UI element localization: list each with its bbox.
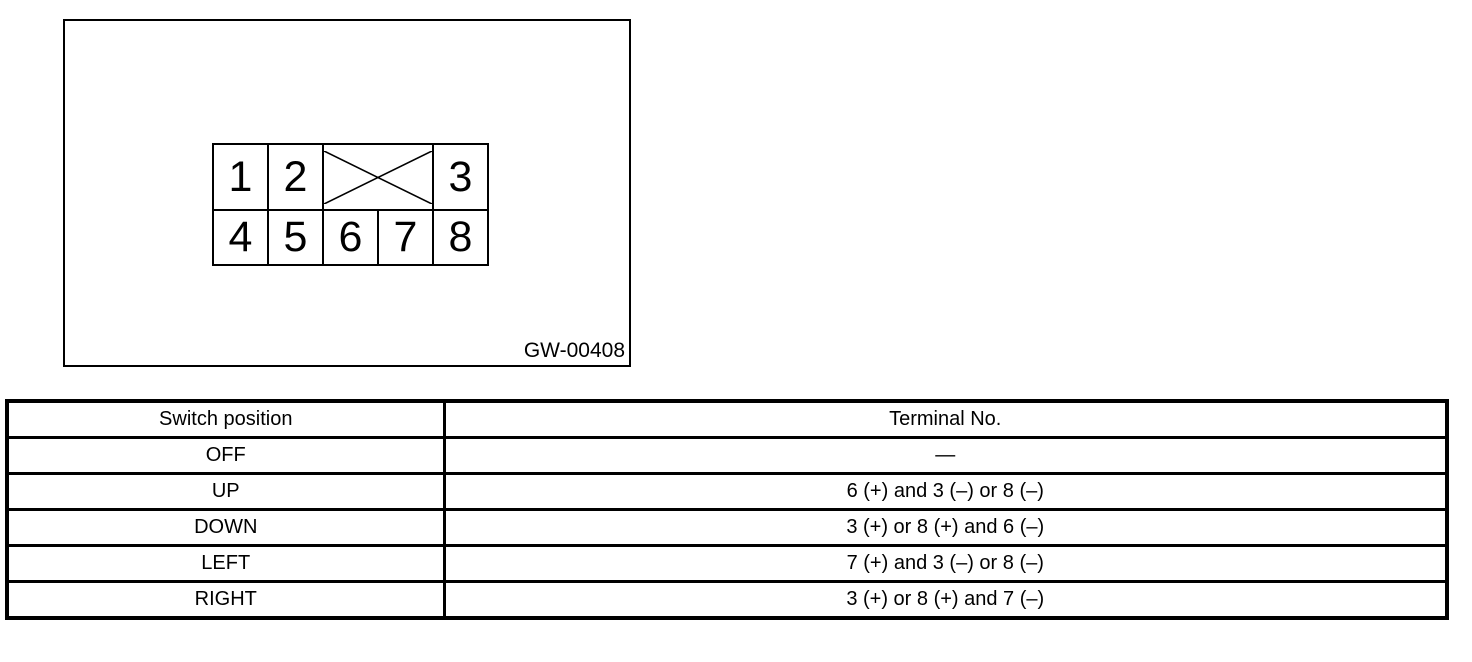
terminal-cell: 7 (+) and 3 (–) or 8 (–) (442, 544, 1449, 583)
figure-box: 1 2 3 4 5 6 7 8 GW-00408 (63, 19, 631, 367)
terminal-cell: 6 (+) and 3 (–) or 8 (–) (442, 472, 1449, 511)
switch-position-cell: DOWN (5, 508, 446, 547)
col-header-switch-position: Switch position (5, 399, 446, 439)
pin-cell-2: 2 (267, 143, 324, 211)
table-header-row: Switch position Terminal No. (5, 399, 1449, 439)
switch-position-cell: UP (5, 472, 446, 511)
connector-top-row: 1 2 3 (212, 143, 489, 211)
table-row-left: LEFT 7 (+) and 3 (–) or 8 (–) (5, 544, 1449, 583)
pin-cell-5: 5 (267, 209, 324, 266)
pin-cell-3: 3 (432, 143, 489, 211)
table-row-right: RIGHT 3 (+) or 8 (+) and 7 (–) (5, 580, 1449, 620)
pin-cell-4: 4 (212, 209, 269, 266)
pin-cell-7: 7 (377, 209, 434, 266)
terminal-cell: 3 (+) or 8 (+) and 6 (–) (442, 508, 1449, 547)
pin-cell-1: 1 (212, 143, 269, 211)
table-row-off: OFF — (5, 436, 1449, 475)
switch-position-cell: OFF (5, 436, 446, 475)
switch-terminal-table: Switch position Terminal No. OFF — UP 6 … (5, 399, 1449, 620)
blocked-cell (322, 143, 434, 211)
x-cross-icon (324, 151, 432, 204)
connector-bottom-row: 4 5 6 7 8 (212, 209, 489, 266)
pin-cell-8: 8 (432, 209, 489, 266)
switch-position-cell: RIGHT (5, 580, 446, 620)
switch-position-cell: LEFT (5, 544, 446, 583)
col-header-terminal-no: Terminal No. (442, 399, 1449, 439)
terminal-cell: — (442, 436, 1449, 475)
figure-code: GW-00408 (523, 339, 625, 362)
table-row-down: DOWN 3 (+) or 8 (+) and 6 (–) (5, 508, 1449, 547)
table-row-up: UP 6 (+) and 3 (–) or 8 (–) (5, 472, 1449, 511)
connector-pin-diagram: 1 2 3 4 5 6 7 8 (212, 143, 489, 266)
pin-cell-6: 6 (322, 209, 379, 266)
terminal-cell: 3 (+) or 8 (+) and 7 (–) (442, 580, 1449, 620)
